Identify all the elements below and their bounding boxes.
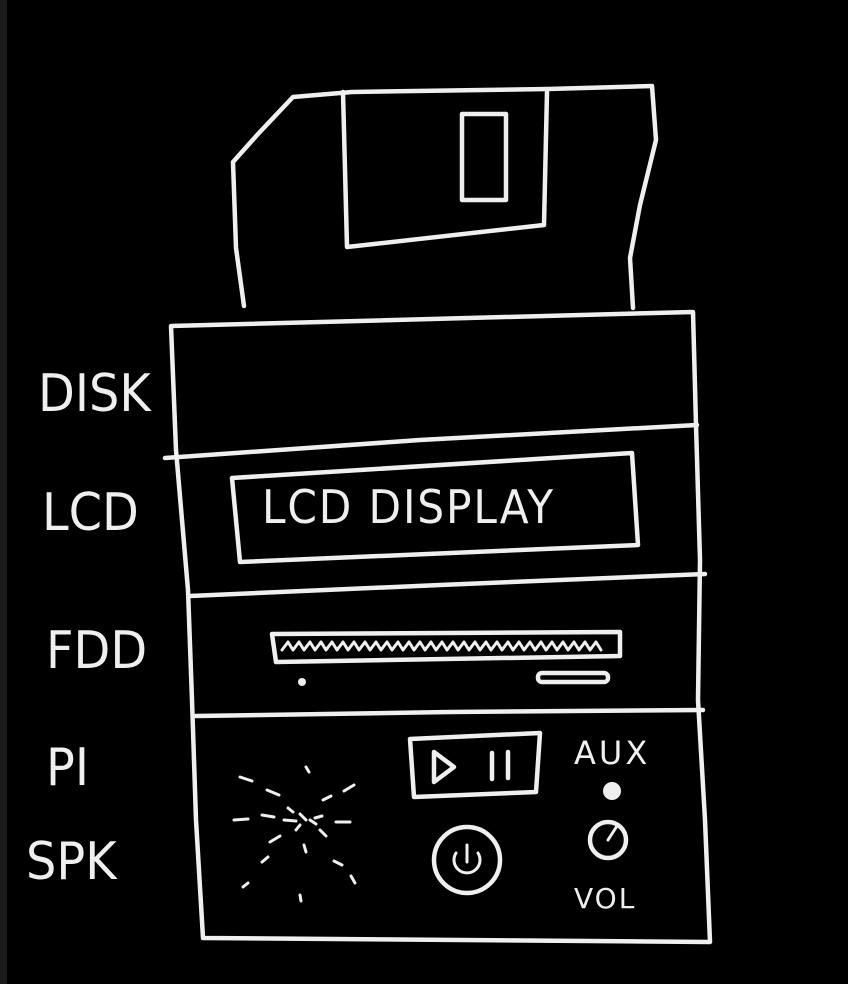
volume-knob-pointer [606, 824, 619, 842]
aux-label: AUX [574, 734, 651, 772]
label-lcd: LCD [42, 483, 139, 543]
enclosure-outline [168, 309, 713, 945]
divider-lcd-fdd [187, 571, 708, 599]
volume-knob-ring [587, 819, 629, 861]
power-button-ring [431, 824, 503, 896]
label-fdd: FDD [46, 621, 148, 681]
aux-jack [603, 782, 621, 800]
label-spk: SPK [26, 832, 117, 892]
power-button [431, 824, 503, 896]
fdd-slot [269, 629, 623, 686]
enclosure [162, 309, 713, 945]
play-icon [431, 749, 457, 785]
fdd-eject-button [535, 670, 611, 685]
fdd-activity-led [298, 678, 306, 686]
speaker-grille [232, 765, 357, 903]
floppy-shutter [340, 89, 550, 250]
play-pause-frame [407, 730, 543, 800]
divider-disk-lcd [162, 422, 700, 461]
floppy-disk [230, 83, 659, 311]
divider-fdd-pi [193, 707, 706, 719]
label-pi: PI [46, 738, 89, 798]
lcd-display-text: LCD DISPLAY [262, 480, 555, 534]
play-pause-button [407, 730, 543, 800]
floppy-outline [230, 83, 659, 311]
volume-knob [587, 819, 629, 861]
power-icon [452, 843, 482, 875]
floppy-shutter-window [459, 111, 509, 203]
label-disk: DISK [38, 364, 151, 424]
fdd-slot-hatching [280, 640, 603, 652]
lcd-display-frame [229, 450, 641, 565]
left-edge-strip [0, 0, 7, 984]
volume-label: VOL [574, 882, 637, 915]
fdd-slot-frame [269, 629, 623, 665]
